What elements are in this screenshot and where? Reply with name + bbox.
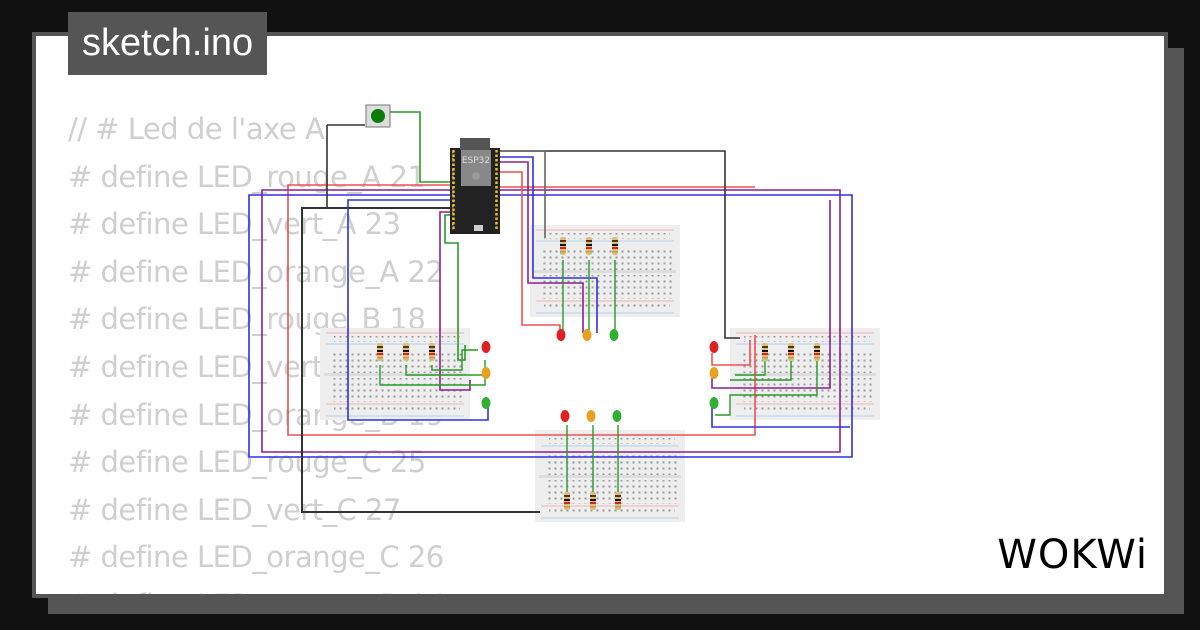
code-line: # define LED_vert_A 23 xyxy=(68,207,401,242)
code-line: # define LED_rouge_A 21 xyxy=(68,159,426,194)
esp32-board: ESP32 xyxy=(450,138,500,234)
code-line: // # Led de l'axe A xyxy=(68,112,325,146)
breadboard-d xyxy=(729,327,881,421)
wokwi-logo: WOKWi xyxy=(997,532,1148,578)
code-line: # define LED_rouge_C 25 xyxy=(68,445,426,480)
code-line: # define LED_vert_C 27 xyxy=(68,492,401,527)
svg-text:ESP32: ESP32 xyxy=(462,156,490,166)
code-line: # define LED_orange_D 14 xyxy=(68,582,446,594)
circuit-diagram: ESP32 xyxy=(248,104,881,523)
breadboard-c xyxy=(534,429,686,523)
breadboard-a xyxy=(529,224,681,318)
breadboard-b xyxy=(319,327,471,421)
code-line: # define LED_orange_C 26 xyxy=(68,540,444,575)
preview-card: // # Led de l'axe A # define LED_rouge_A… xyxy=(32,32,1168,598)
file-title: sketch.ino xyxy=(68,12,268,75)
led-group xyxy=(481,329,719,422)
code-line: # define LED_orange_A 22 xyxy=(68,254,444,289)
push-button xyxy=(365,104,391,128)
